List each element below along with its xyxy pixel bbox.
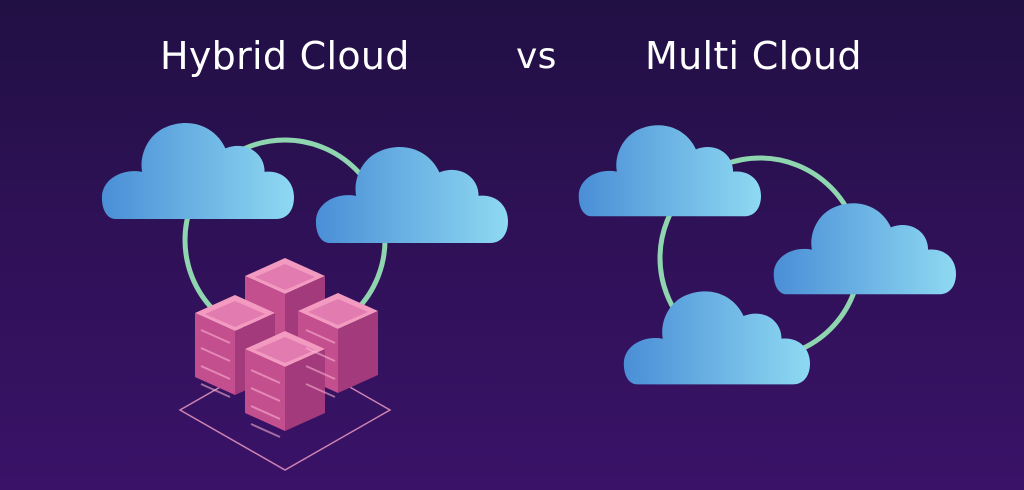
server-rack-front [245, 331, 325, 431]
server-panel-lines [200, 329, 336, 438]
title-multi-cloud: Multi Cloud [645, 34, 862, 78]
server-rack-stack [195, 258, 378, 438]
multi-cloud-top-icon [578, 125, 761, 217]
hybrid-cloud-left-icon [101, 123, 294, 219]
title-vs: vs [516, 36, 557, 77]
title-hybrid-cloud: Hybrid Cloud [160, 34, 410, 78]
multi-cloud-bottom-icon [623, 291, 810, 385]
multi-cloud-right-icon [773, 203, 956, 295]
